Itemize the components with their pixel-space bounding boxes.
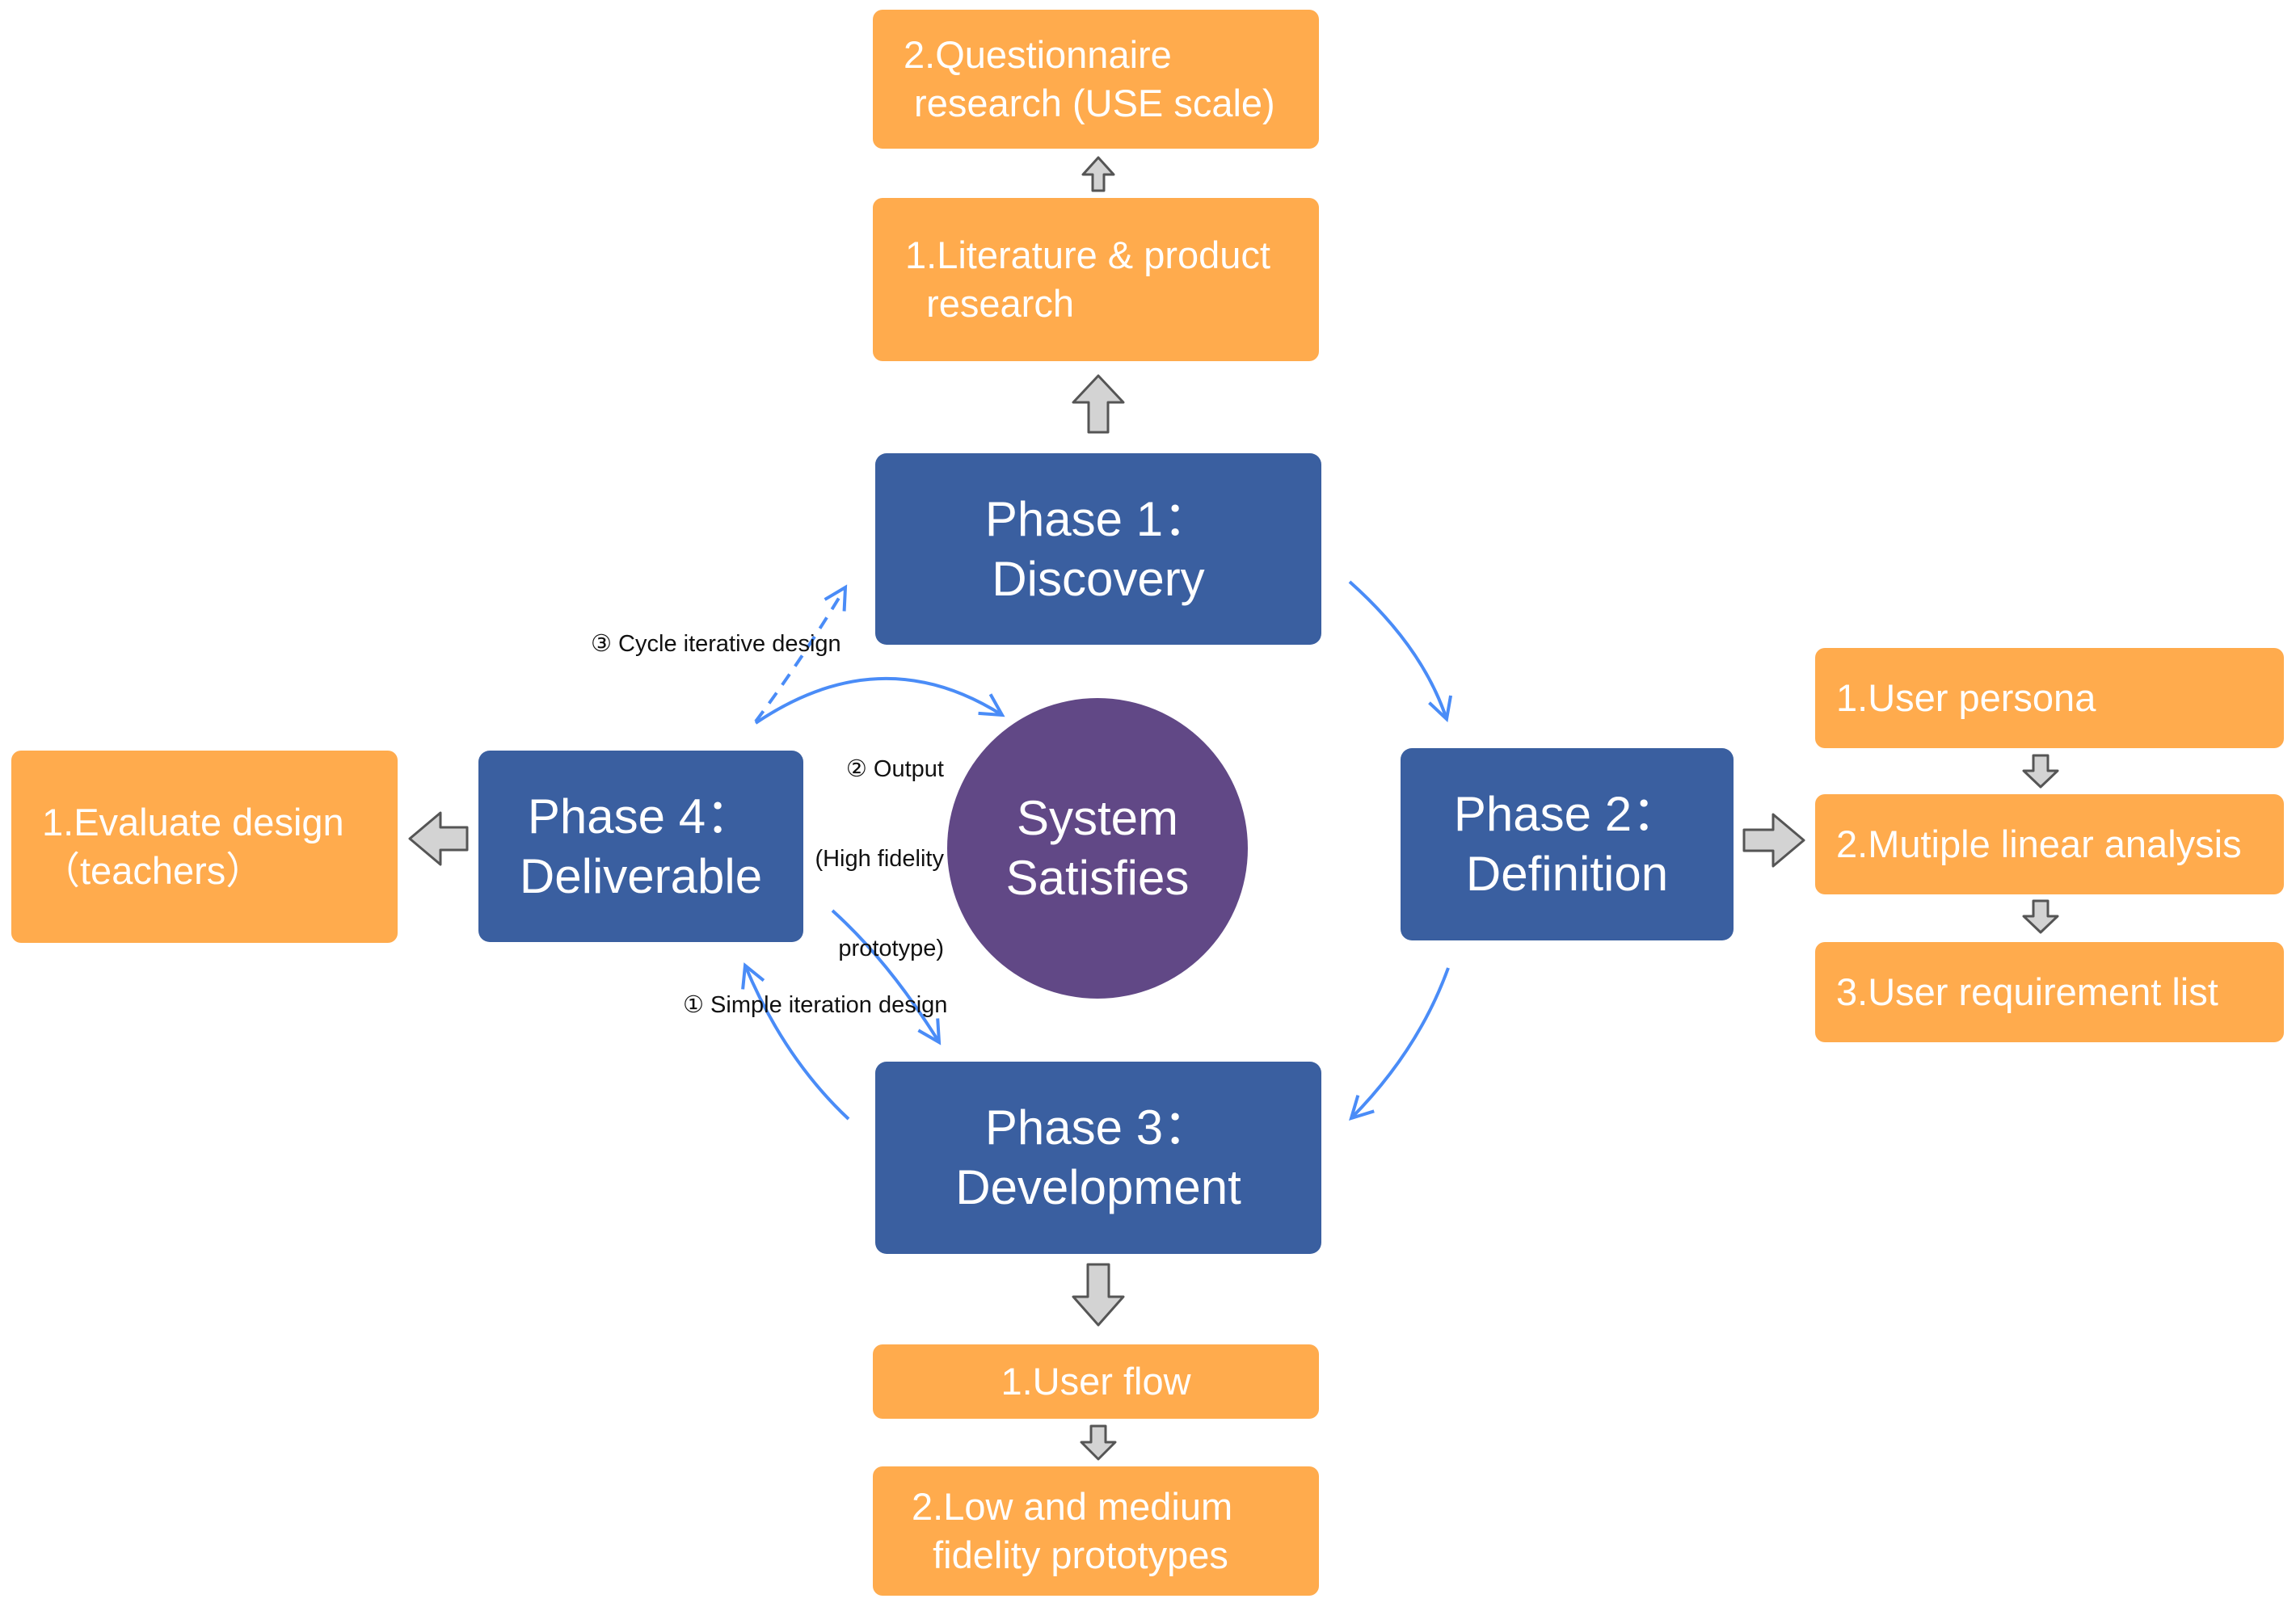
block-arrow-right-large <box>1742 813 1805 868</box>
phase-3-development: Phase 3： Development <box>875 1062 1321 1254</box>
center-line2: Satisfies <box>1005 851 1190 905</box>
step-user-persona-label: 1.User persona <box>1836 676 2096 719</box>
phase-2-name: Definition <box>1465 847 1669 901</box>
annotation-simple-iteration-design: ① Simple iteration design <box>683 992 948 1018</box>
phase-4-title: Phase 4： <box>527 789 755 843</box>
step-user-persona: 1.User persona <box>1815 648 2284 748</box>
step-evaluate-design: 1.Evaluate design （teachers） <box>11 751 398 943</box>
phase-4-name: Deliverable <box>519 848 763 903</box>
phase-3-title: Phase 3： <box>984 1100 1212 1155</box>
flow-arrow-cycle-dashed <box>754 584 848 723</box>
block-arrow-left-large <box>408 811 469 866</box>
phase-1-title: Phase 1： <box>984 491 1212 546</box>
step-prototypes-line1: 2.Low and medium <box>912 1485 1233 1528</box>
annotation-output-line1: ② Output <box>845 756 944 782</box>
step-evaluate-line2: （teachers） <box>42 849 264 892</box>
step-prototypes-line2: fidelity prototypes <box>912 1533 1228 1576</box>
block-arrow-up-large <box>1072 374 1125 434</box>
center-line1: System <box>1016 791 1179 845</box>
phase-2-definition: Phase 2： Definition <box>1401 748 1734 940</box>
flow-arrow-phase3-to-phase4 <box>741 962 850 1121</box>
step-user-flow: 1.User flow <box>873 1344 1319 1419</box>
phase-2-title: Phase 2： <box>1453 787 1681 841</box>
annotation-output-line3: prototype) <box>838 936 944 961</box>
annotation-cycle-iterative-design: ③ Cycle iterative design <box>591 631 841 657</box>
annotation-output-line2: (High fidelity <box>815 846 944 872</box>
step-user-requirement-list: 3.User requirement list <box>1815 942 2284 1042</box>
block-arrow-down-small <box>1080 1424 1117 1461</box>
step-fidelity-prototypes: 2.Low and medium fidelity prototypes <box>873 1466 1319 1596</box>
phase-4-deliverable: Phase 4： Deliverable <box>478 751 803 942</box>
step-linear-label: 2.Mutiple linear analysis <box>1836 822 2242 865</box>
step-user-flow-label: 1.User flow <box>1001 1360 1191 1403</box>
step-questionnaire-line2: research (USE scale) <box>904 82 1275 124</box>
flow-arrow-phase2-to-phase3 <box>1349 967 1450 1121</box>
step-literature-research: 1.Literature & product research <box>873 198 1319 361</box>
flow-arrow-phase4-to-phase3 <box>831 909 942 1045</box>
step-literature-line2: research <box>905 282 1074 325</box>
step-evaluate-line1: 1.Evaluate design <box>42 801 344 843</box>
phase-1-name: Discovery <box>992 551 1205 606</box>
block-arrow-down-small <box>2022 899 2059 934</box>
block-arrow-up-small <box>1081 156 1115 192</box>
flow-arrow-phase1-to-phase2 <box>1348 580 1453 723</box>
step-multiple-linear-analysis: 2.Mutiple linear analysis <box>1815 794 2284 894</box>
flow-arrow-output <box>754 676 1005 725</box>
block-arrow-down-small <box>2022 754 2059 789</box>
annotation-output: ② Output (High fidelity prototype) <box>800 695 944 1024</box>
step-questionnaire-line1: 2.Questionnaire <box>904 33 1172 76</box>
block-arrow-down-large <box>1072 1263 1125 1327</box>
phase-3-name: Development <box>955 1160 1241 1214</box>
step-questionnaire-research: 2.Questionnaire research (USE scale) <box>873 10 1319 149</box>
step-requirements-label: 3.User requirement list <box>1836 970 2218 1013</box>
step-literature-line1: 1.Literature & product <box>905 233 1270 276</box>
system-satisfies-circle: System Satisfies <box>947 698 1248 999</box>
phase-1-discovery: Phase 1： Discovery <box>875 453 1321 645</box>
